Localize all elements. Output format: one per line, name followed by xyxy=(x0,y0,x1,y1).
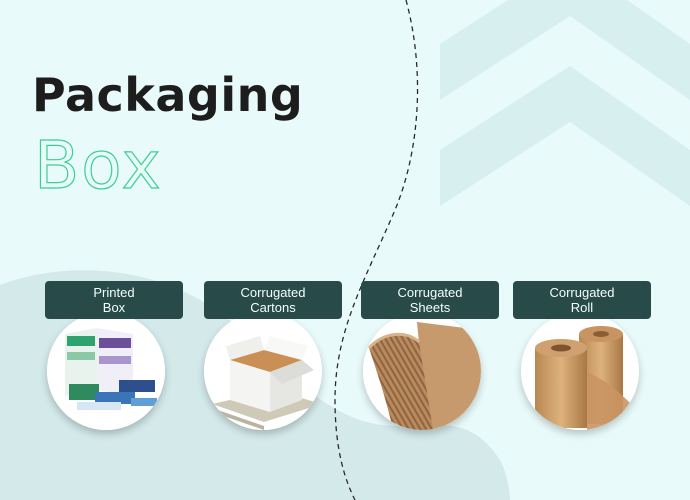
svg-text:Box: Box xyxy=(34,128,163,198)
product-label: Corrugated Roll xyxy=(513,281,651,319)
product-label: Corrugated Sheets xyxy=(361,281,499,319)
corrugated-sheets-image xyxy=(363,312,481,430)
printed-box-image xyxy=(47,312,165,430)
product-label: Corrugated Cartons xyxy=(204,281,342,319)
product-label: Printed Box xyxy=(45,281,183,319)
page-title-packaging: Packaging xyxy=(32,68,304,122)
corrugated-cartons-image xyxy=(204,312,322,430)
chevron-decoration xyxy=(440,0,690,206)
corrugated-roll-image xyxy=(521,312,639,430)
page-title-box: Box xyxy=(33,128,163,198)
